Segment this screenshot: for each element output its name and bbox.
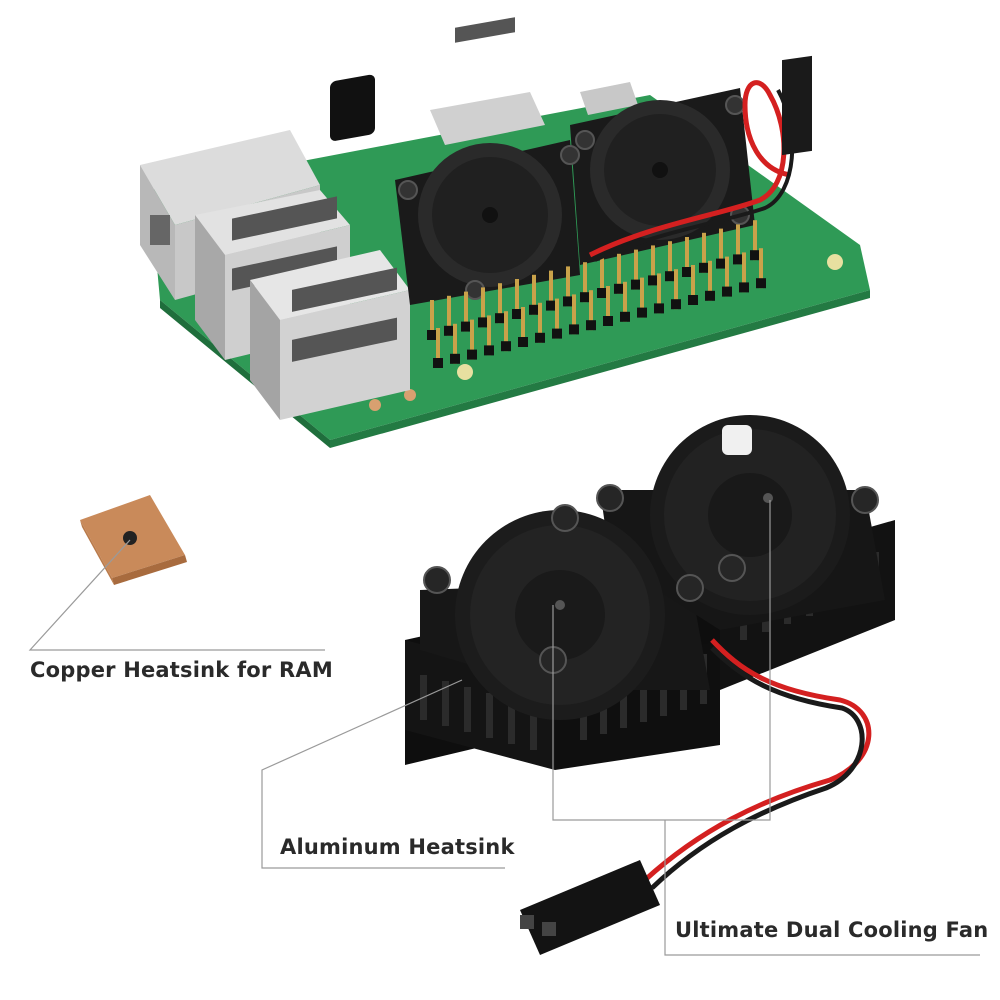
leader-lines — [28, 500, 980, 956]
fan-connector-plug — [520, 860, 660, 955]
gpio-header — [427, 220, 766, 368]
copper-heatsink-label: Copper Heatsink for RAM — [30, 658, 333, 682]
board-cooling-fan — [395, 88, 755, 305]
raspberry-pi-board — [140, 17, 870, 448]
copper-heatsink-pad — [80, 495, 187, 585]
fan-wire-and-plug — [520, 638, 872, 955]
dual-cooling-fan-assembly — [405, 415, 895, 770]
dual-cooling-fan-label: Ultimate Dual Cooling Fan — [675, 918, 989, 942]
usb-port-stack — [250, 250, 410, 420]
aluminum-heatsink-label: Aluminum Heatsink — [280, 835, 515, 859]
